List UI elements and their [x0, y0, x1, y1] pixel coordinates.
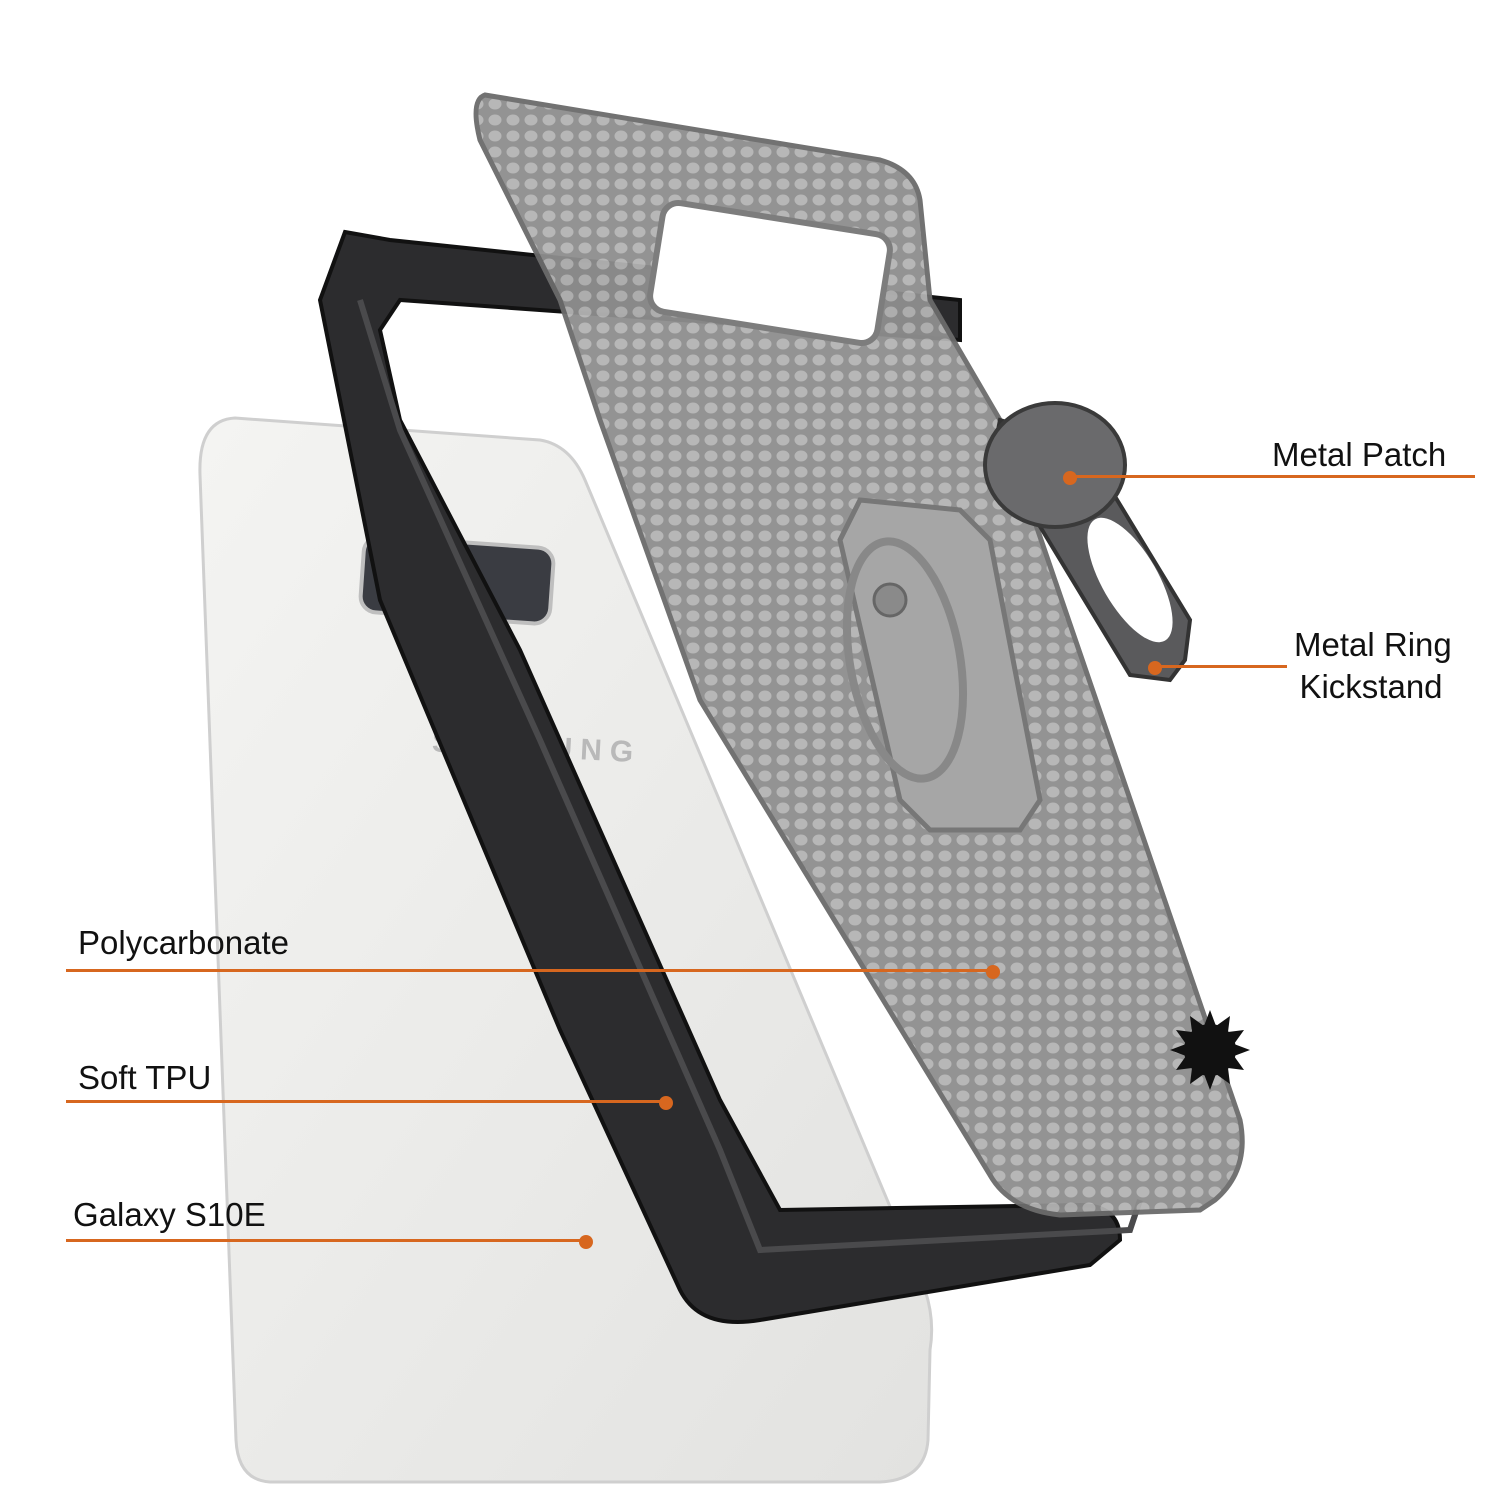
callout-dot-metal-ring — [1148, 661, 1162, 675]
callout-line-metal-ring — [1155, 665, 1287, 668]
metal-patch — [983, 401, 1127, 529]
callout-metal-patch: Metal Patch — [1272, 436, 1447, 473]
callout-polycarbonate: Polycarbonate — [78, 924, 289, 961]
callout-dot-polycarbonate — [986, 965, 1000, 979]
callout-metal-ring-line1: Metal Ring — [1294, 626, 1452, 663]
camera-cutout — [647, 199, 893, 347]
callout-dot-soft-tpu — [659, 1096, 673, 1110]
callout-galaxy: Galaxy S10E — [73, 1196, 266, 1233]
polycarbonate-case — [473, 92, 1250, 1218]
callout-line-soft-tpu — [66, 1100, 666, 1103]
punkcase-logo — [1170, 1010, 1250, 1090]
callout-soft-tpu: Soft TPU — [78, 1059, 212, 1096]
callout-line-metal-patch — [1070, 475, 1475, 478]
callout-line-galaxy — [66, 1239, 586, 1242]
callout-metal-ring: Metal Ring Kickstand — [1294, 624, 1452, 708]
callout-dot-galaxy — [579, 1235, 593, 1249]
callout-line-polycarbonate — [66, 969, 993, 972]
callout-metal-ring-line2: Kickstand — [1299, 668, 1443, 705]
callout-dot-metal-patch — [1063, 471, 1077, 485]
